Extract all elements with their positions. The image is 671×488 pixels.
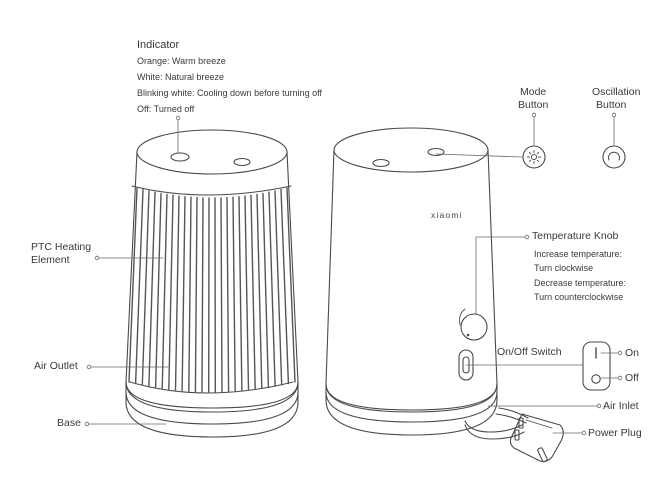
grille-bar xyxy=(148,191,156,387)
oscillation-label-line1: Oscillation xyxy=(592,86,641,98)
power-plug-label: Power Plug xyxy=(588,427,642,439)
mode-label-line2: Button xyxy=(518,99,549,111)
temp-knob-label: Temperature Knob xyxy=(532,230,619,242)
grille-bars xyxy=(128,187,296,393)
grille-bar xyxy=(232,196,236,392)
oscillation-button-icon xyxy=(602,145,626,169)
brand-logo: xiaomi xyxy=(431,210,463,220)
mode-button-icon xyxy=(522,145,546,169)
grille-bar xyxy=(244,195,250,391)
mode-button-hole xyxy=(372,158,390,168)
grille-bar xyxy=(188,196,192,392)
on-label: On xyxy=(625,347,640,359)
back-base xyxy=(325,383,498,436)
temp-line-increase: Increase temperature: xyxy=(534,249,623,259)
ptc-label-line2: Element xyxy=(31,254,70,266)
grille-bar xyxy=(174,195,180,391)
sun-icon xyxy=(527,150,541,164)
grille-bar xyxy=(220,197,223,393)
off-mark xyxy=(591,374,601,384)
temp-line-counterclockwise: Turn counterclockwise xyxy=(534,292,624,302)
leader-lines xyxy=(88,116,622,434)
grille-bar xyxy=(194,196,198,393)
front-indicator-hole xyxy=(170,152,190,162)
oscillation-button-hole xyxy=(427,147,445,157)
ptc-heating-grille xyxy=(129,185,294,394)
grille-bar xyxy=(226,196,230,393)
grille-bar xyxy=(256,193,263,390)
back-body xyxy=(325,149,498,411)
indicator-line-white: White: Natural breeze xyxy=(137,72,225,82)
off-label: Off xyxy=(625,372,639,384)
switch-detail-panel xyxy=(582,341,611,391)
grille-bar xyxy=(280,188,290,385)
power-plug xyxy=(509,413,564,463)
temp-line-clockwise: Turn clockwise xyxy=(534,263,594,273)
indicator-title: Indicator xyxy=(137,39,180,51)
grille-bar xyxy=(161,193,168,390)
grille-bar xyxy=(250,194,256,390)
oscillation-arc-icon xyxy=(608,151,620,161)
ptc-label-line1: PTC Heating xyxy=(31,241,92,253)
air-inlet-label: Air Inlet xyxy=(603,400,639,412)
grille-bar xyxy=(128,187,138,383)
front-top xyxy=(136,129,288,175)
front-button-hole xyxy=(233,157,251,167)
grille-bar xyxy=(201,197,204,393)
temp-line-decrease: Decrease temperature: xyxy=(534,278,627,288)
grille-bar xyxy=(268,191,276,387)
front-heater xyxy=(125,129,299,438)
indicator-line-off: Off: Turned off xyxy=(137,104,195,114)
front-base xyxy=(125,381,299,438)
grille-bar xyxy=(168,194,174,390)
grille-bar xyxy=(262,192,270,389)
indicator-line-orange: Orange: Warm breeze xyxy=(137,56,226,66)
grille-bar xyxy=(154,192,162,389)
grille-bar xyxy=(141,190,150,386)
grille-bar xyxy=(181,196,186,392)
oscillation-label-line2: Button xyxy=(596,99,627,111)
indicator-line-blinking: Blinking white: Cooling down before turn… xyxy=(137,88,322,98)
leader-dots xyxy=(84,112,623,436)
grille-bar xyxy=(274,190,283,386)
base-label: Base xyxy=(57,417,81,429)
temperature-knob xyxy=(459,308,488,341)
grille-bar xyxy=(238,196,243,392)
power-cable xyxy=(464,407,529,440)
front-body xyxy=(125,151,299,409)
mode-label-line1: Mode xyxy=(520,86,547,98)
air-outlet-label: Air Outlet xyxy=(34,360,78,372)
back-top xyxy=(333,127,489,173)
grille-bar xyxy=(286,187,296,383)
grille-bar xyxy=(134,188,144,385)
onoff-switch-label: On/Off Switch xyxy=(497,346,562,358)
back-heater xyxy=(325,127,564,463)
